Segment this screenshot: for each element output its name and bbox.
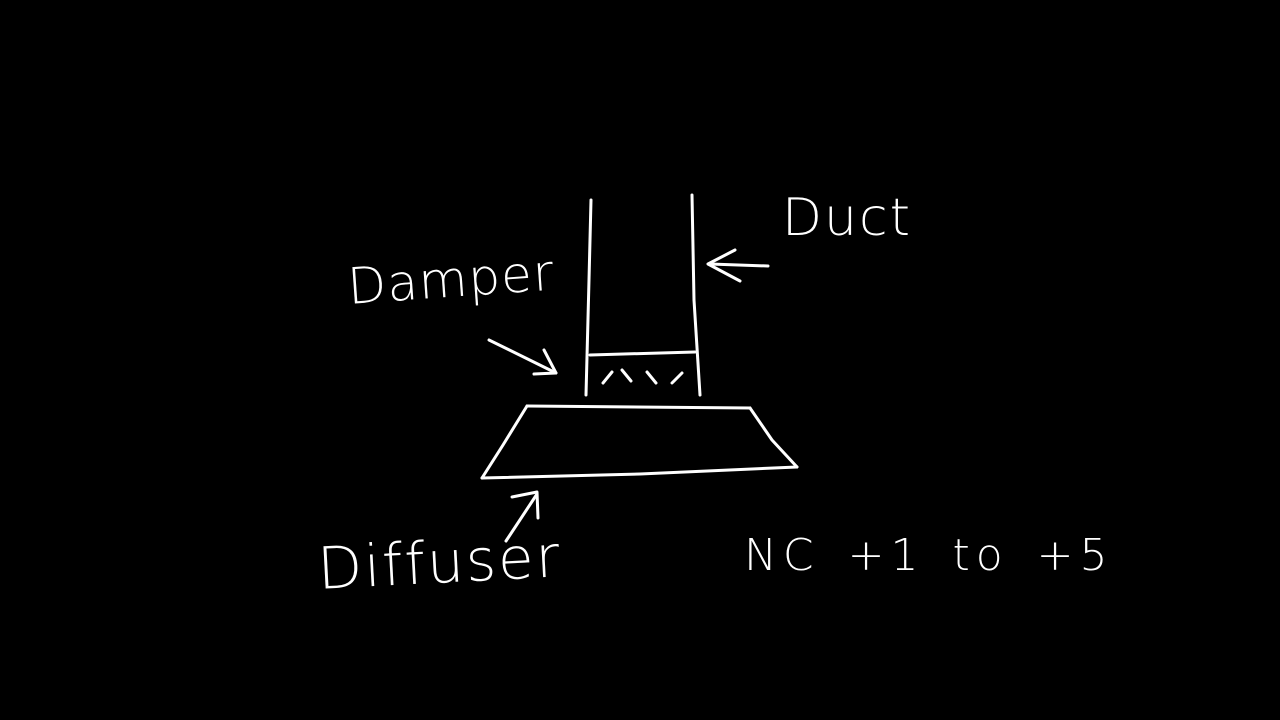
duct-right-wall bbox=[690, 193, 702, 397]
diffuser-top-edge bbox=[525, 404, 752, 410]
nc-range-note: NC +1 to +5 bbox=[744, 530, 1114, 581]
damper-louver-4 bbox=[670, 371, 684, 385]
damper-arrow-shaft bbox=[487, 338, 558, 375]
damper-louver-1 bbox=[601, 370, 614, 385]
diffuser-right-edge bbox=[748, 406, 799, 469]
duct-arrow-head bbox=[706, 248, 742, 283]
damper-arrow-head bbox=[532, 348, 558, 376]
diffuser-label: Diffuser bbox=[315, 522, 564, 603]
diffuser-arrow-shaft bbox=[504, 492, 539, 543]
damper-label: Damper bbox=[345, 243, 557, 316]
diffuser-left-edge bbox=[480, 404, 529, 480]
duct-left-wall bbox=[584, 198, 593, 397]
diffuser-arrow-head bbox=[510, 490, 540, 520]
damper-blade bbox=[588, 350, 697, 357]
damper-louver-2 bbox=[620, 368, 633, 383]
duct-arrow-shaft bbox=[708, 262, 770, 268]
damper-louver-3 bbox=[645, 370, 658, 385]
duct-label: Duct bbox=[782, 188, 912, 248]
diffuser-bottom-edge bbox=[480, 465, 799, 480]
